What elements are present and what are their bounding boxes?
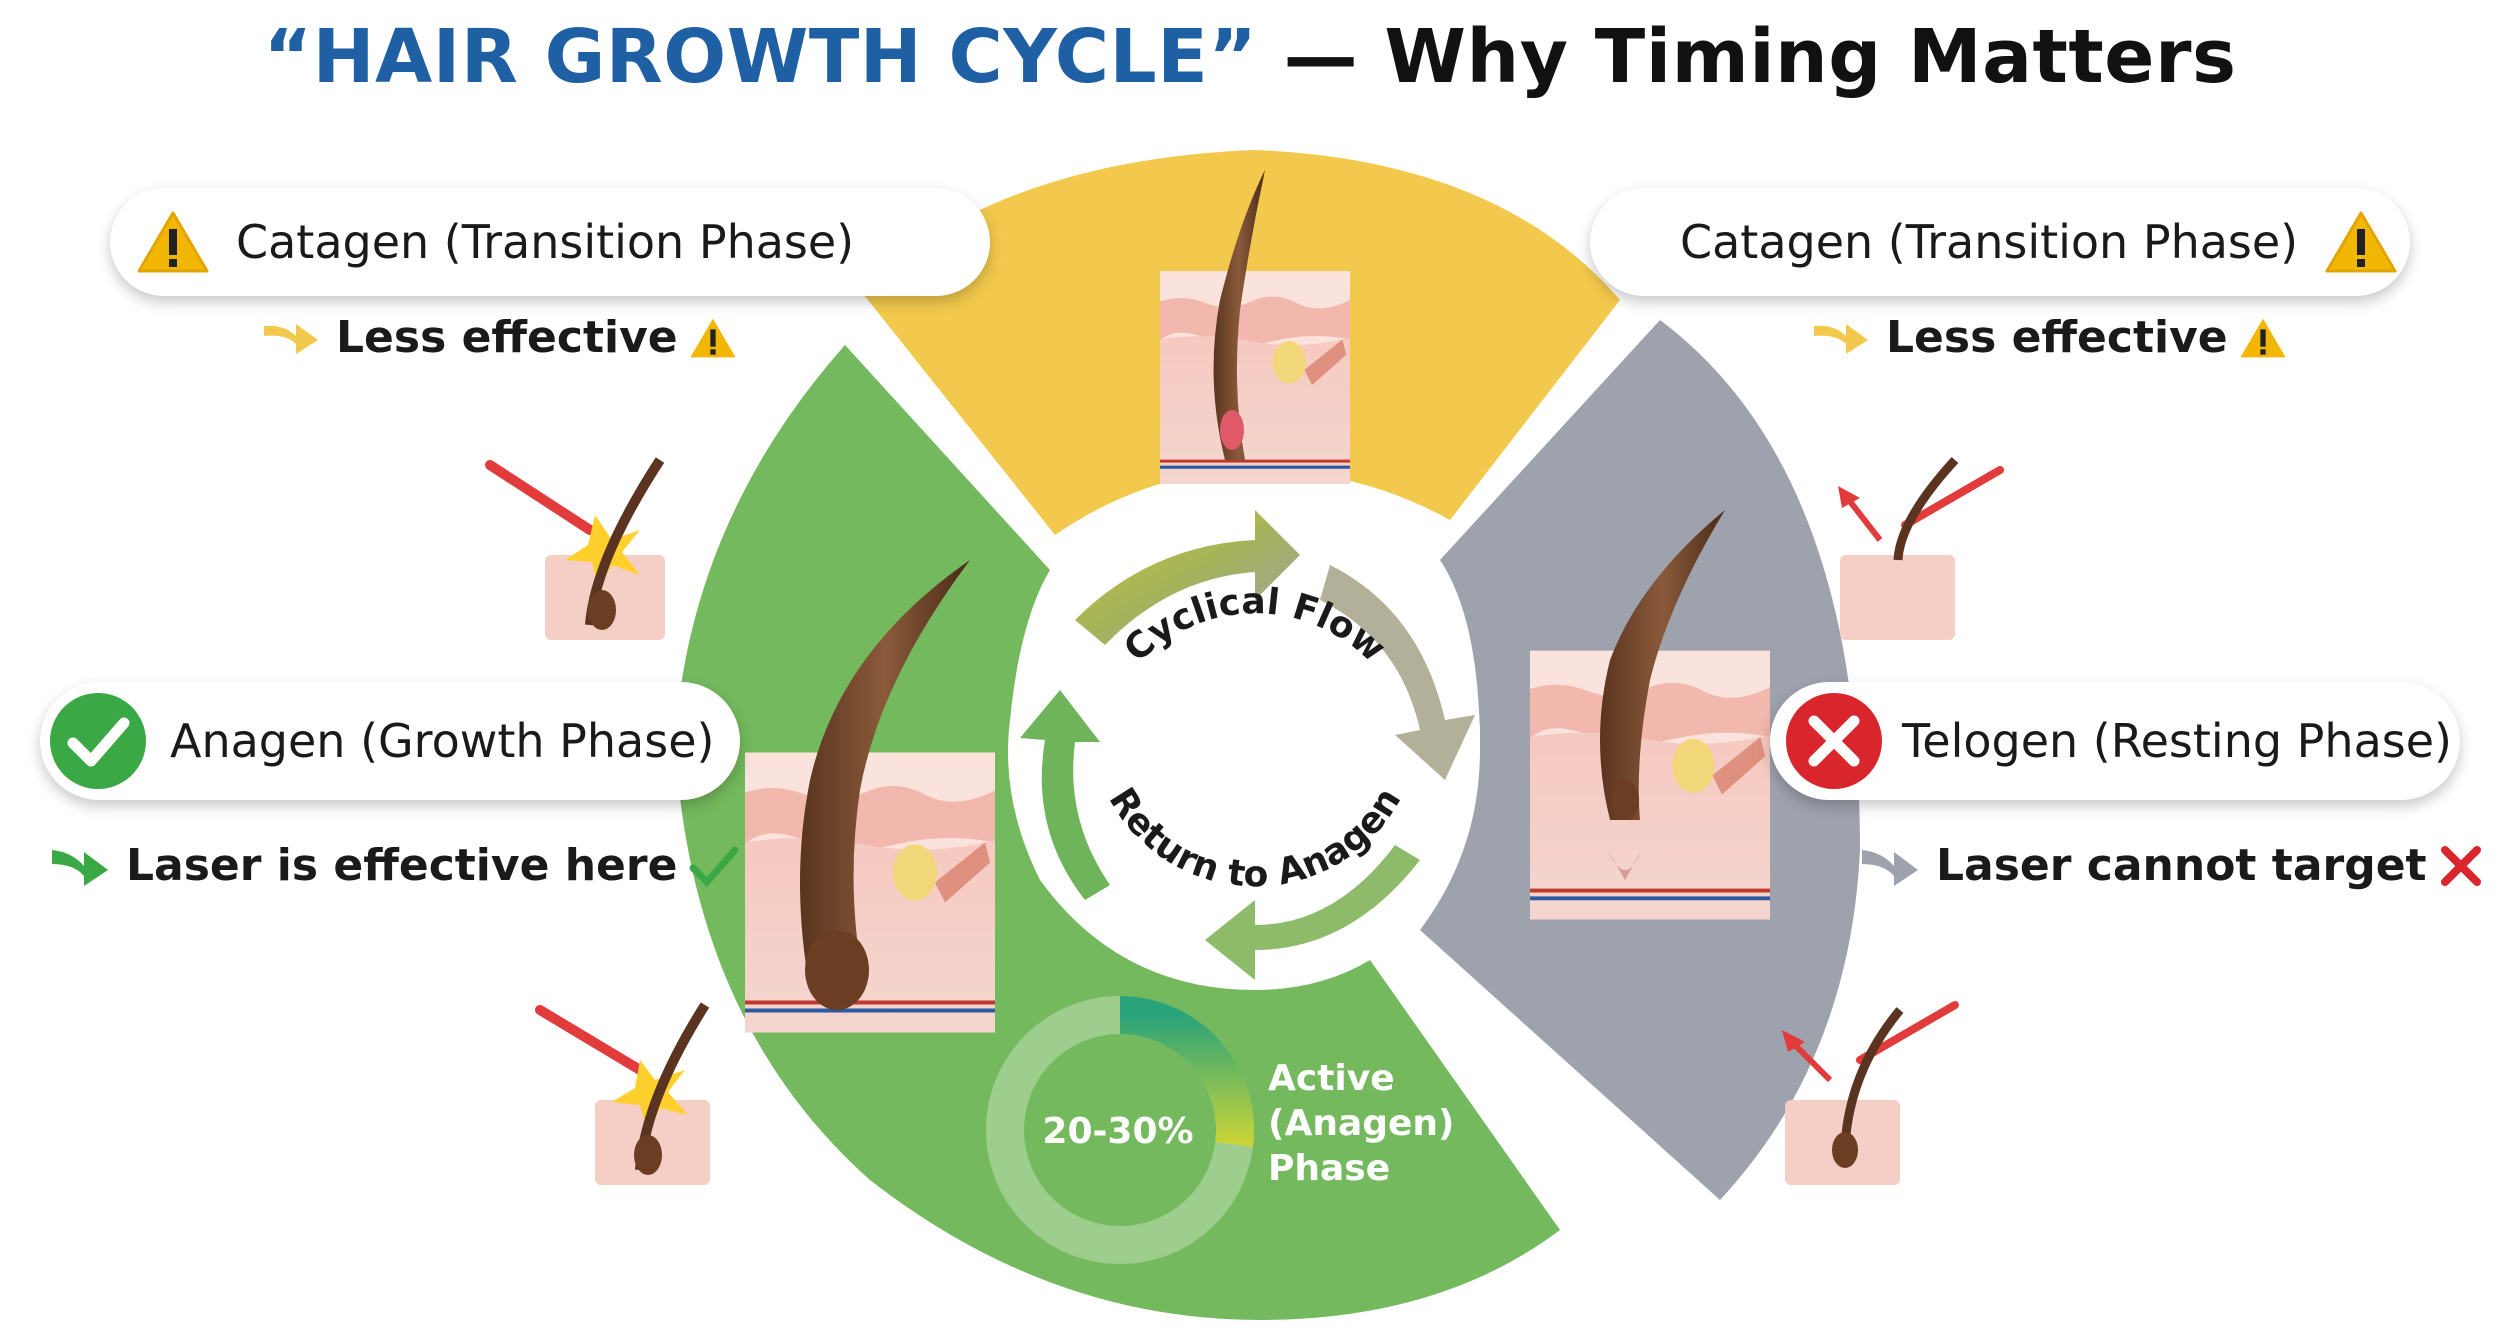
warning-icon — [137, 211, 209, 273]
cross-mark-icon — [2440, 845, 2481, 886]
catagen-follicle-illustration — [1160, 170, 1350, 485]
laser-hit-icon-lower-left — [535, 1002, 710, 1185]
telogen-note-text: Laser cannot target — [1936, 840, 2427, 891]
telogen-follicle-illustration — [1530, 510, 1770, 920]
warning-icon — [2325, 211, 2397, 273]
anagen-follicle-illustration — [745, 560, 995, 1033]
anagen-note: Laser is effective here — [48, 840, 739, 891]
title-quoted: “HAIR GROWTH CYCLE” — [263, 14, 1258, 100]
arrow-icon — [1862, 849, 1918, 886]
arrow-icon — [1814, 323, 1868, 354]
anagen-note-text: Laser is effective here — [126, 840, 678, 891]
flow-arrow-left — [1020, 690, 1110, 900]
arrow-icon — [264, 323, 318, 354]
laser-hit-icon-upper-left — [485, 457, 665, 640]
catagen-right-note: Less effective — [1810, 312, 2288, 363]
warning-icon — [689, 318, 736, 357]
anagen-pill: Anagen (Growth Phase) — [40, 682, 740, 800]
cross-icon — [1786, 693, 1882, 789]
catagen-right-note-text: Less effective — [1886, 312, 2228, 363]
flow-arrow-top — [1075, 510, 1300, 645]
flow-arrow-bottom — [1205, 845, 1420, 980]
laser-miss-icon-lower-right — [1782, 1001, 1959, 1185]
stat-line3: Phase — [1268, 1148, 1390, 1189]
catagen-left-label: Catagen (Transition Phase) — [236, 215, 855, 269]
flow-arrow-right — [1320, 565, 1475, 780]
stat-line2: (Anagen) — [1268, 1103, 1455, 1144]
stat-line1: Active — [1268, 1058, 1395, 1099]
warning-icon — [2239, 318, 2286, 357]
check-icon — [50, 693, 146, 789]
catagen-left-note-text: Less effective — [336, 312, 678, 363]
anagen-segment — [675, 345, 1560, 1320]
page-title: “HAIR GROWTH CYCLE” — Why Timing Matters — [0, 14, 2500, 100]
title-rest: — Why Timing Matters — [1257, 14, 2237, 100]
check-mark-icon — [689, 846, 739, 887]
catagen-right-pill: Catagen (Transition Phase) — [1590, 188, 2410, 296]
arrow-icon — [52, 849, 108, 886]
telogen-label: Telogen (Resting Phase) — [1902, 714, 2452, 768]
telogen-note: Laser cannot target — [1858, 840, 2483, 891]
telogen-pill: Telogen (Resting Phase) — [1770, 682, 2460, 800]
anagen-stat-donut: 20-30% Active (Anagen) Phase — [986, 996, 1455, 1264]
catagen-left-note: Less effective — [260, 312, 738, 363]
catagen-right-label: Catagen (Transition Phase) — [1680, 215, 2299, 269]
catagen-left-pill: Catagen (Transition Phase) — [110, 188, 990, 296]
stat-value: 20-30% — [1042, 1111, 1193, 1152]
laser-miss-icon-upper-right — [1838, 456, 2004, 640]
anagen-label: Anagen (Growth Phase) — [170, 714, 715, 768]
